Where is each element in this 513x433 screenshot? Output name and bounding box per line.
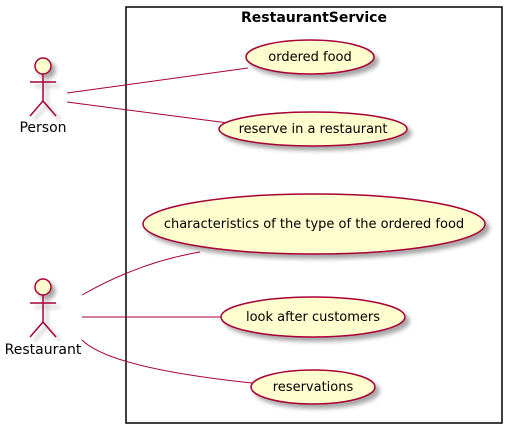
system-title: RestaurantService [241,10,387,26]
use-case-characteristics-label: characteristics of the type of the order… [164,217,464,232]
edge-restaurant-characteristics [81,251,201,296]
actor-restaurant-label: Restaurant [5,342,82,358]
use-case-reserve-shape [218,111,408,147]
use-case-ordered-food: ordered food [245,39,375,75]
use-case-look-after: look after customers [220,296,406,338]
use-case-reserve-label: reserve in a restaurant [239,122,388,137]
actor-restaurant [29,278,57,338]
use-case-characteristics: characteristics of the type of the order… [142,193,486,255]
actor-restaurant-head [34,278,52,296]
use-case-characteristics-shape [142,193,486,255]
use-case-reserve: reserve in a restaurant [218,111,408,147]
associations [66,67,253,384]
use-case-reservations-shape [250,369,376,405]
system-boundary-rect [125,6,503,424]
edge-person-reserve [66,101,229,124]
use-case-look-after-shape [220,296,406,338]
use-case-ordered-food-label: ordered food [268,50,352,65]
actor-person-head [34,57,52,75]
system-boundary: RestaurantService [125,6,503,424]
use-case-look-after-label: look after customers [246,310,380,325]
actor-person [29,57,57,117]
edge-person-ordered-food [66,67,249,94]
actor-person-label: Person [19,120,66,136]
use-case-reservations-label: reservations [273,380,354,395]
use-case-reservations: reservations [250,369,376,405]
edge-restaurant-reservations [81,339,253,384]
use-case-ordered-food-shape [245,39,375,75]
